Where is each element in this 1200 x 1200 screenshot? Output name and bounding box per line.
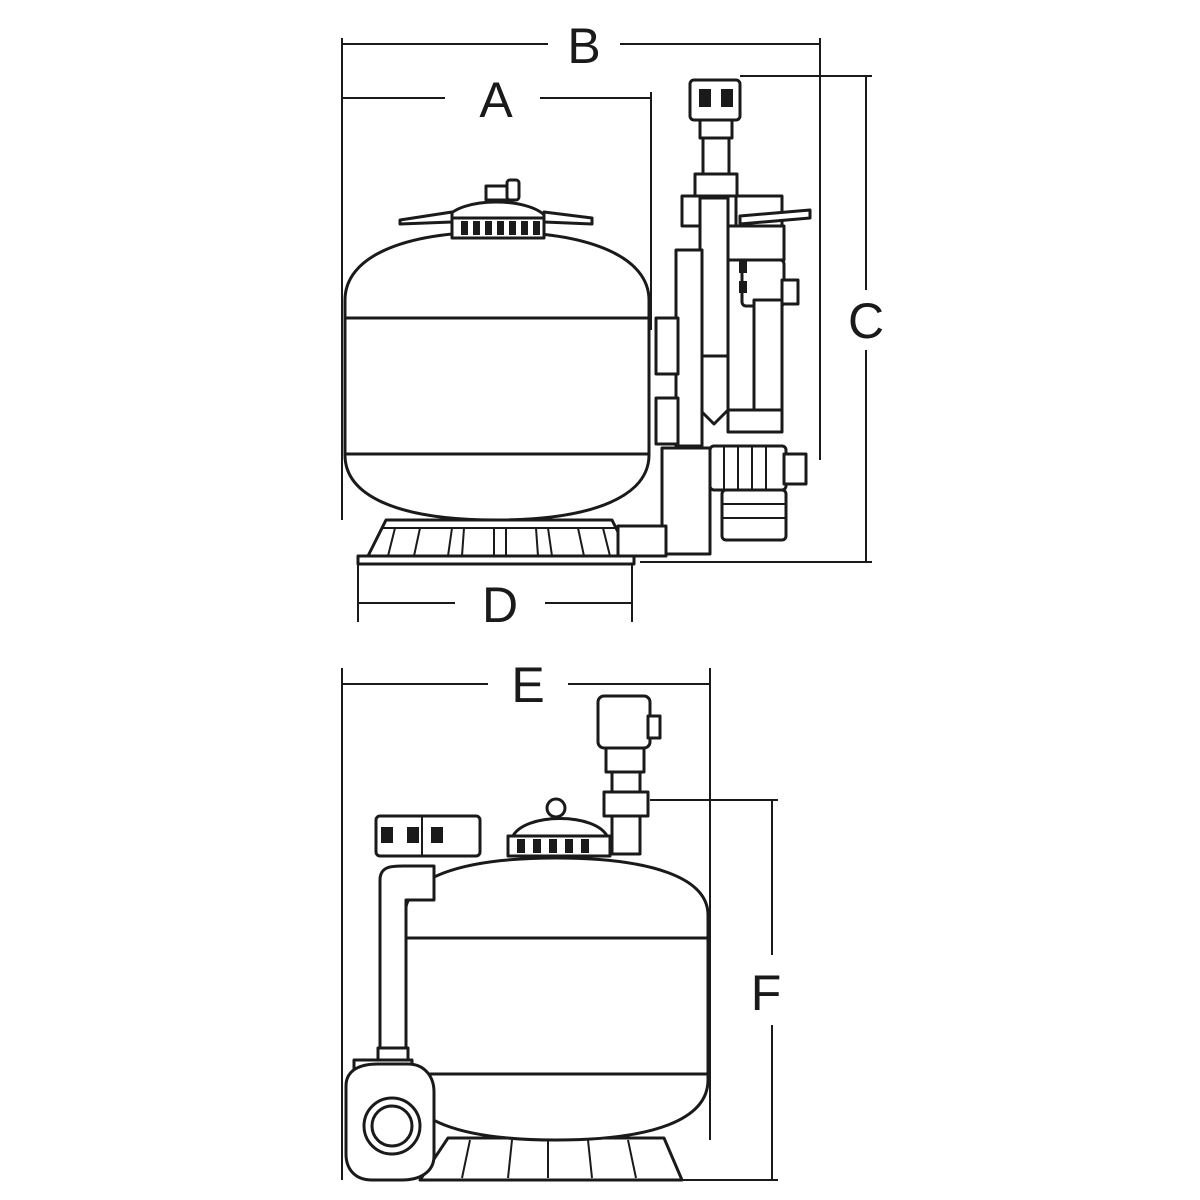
dimension-f: F bbox=[650, 799, 782, 1181]
dimension-label-d: D bbox=[482, 577, 518, 633]
filter-base bbox=[356, 518, 636, 566]
filter-tank bbox=[343, 230, 651, 522]
side-control-box bbox=[374, 814, 482, 858]
dimension-a: A bbox=[342, 72, 652, 330]
dimension-label-f: F bbox=[751, 965, 782, 1021]
side-multiport-valve bbox=[596, 694, 662, 856]
tank-lid bbox=[398, 178, 594, 240]
dimension-d: D bbox=[357, 565, 633, 633]
pump bbox=[616, 444, 808, 558]
side-tank-lid bbox=[506, 797, 612, 858]
dimension-label-b: B bbox=[567, 18, 600, 74]
dimension-c: C bbox=[640, 75, 884, 563]
dimension-label-e: E bbox=[511, 657, 544, 713]
dimension-label-c: C bbox=[848, 293, 884, 349]
front-view: B A C D bbox=[341, 18, 884, 633]
dimension-b: B bbox=[341, 18, 821, 520]
side-filter-tank bbox=[403, 856, 710, 1142]
dimension-label-a: A bbox=[479, 72, 513, 128]
side-view: E F bbox=[341, 657, 782, 1182]
side-pump bbox=[344, 1058, 436, 1182]
dimension-e: E bbox=[341, 657, 711, 1180]
side-filter-base bbox=[418, 1136, 684, 1182]
piping bbox=[654, 196, 784, 448]
